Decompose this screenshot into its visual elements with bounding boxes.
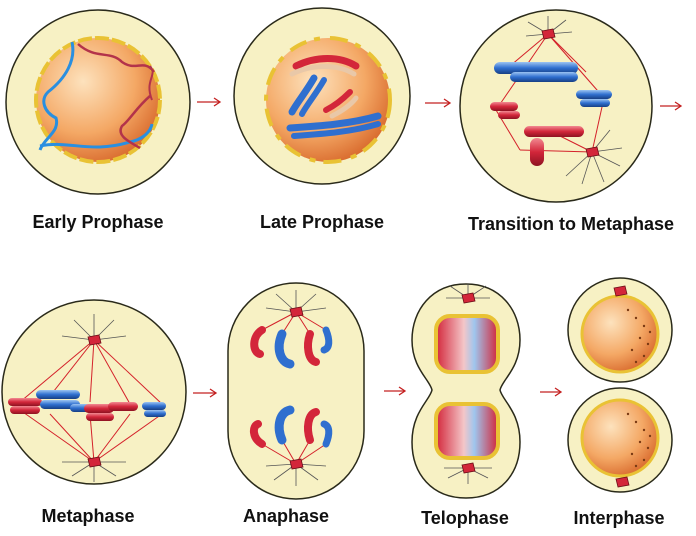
- right-arrow-icon: [193, 388, 218, 398]
- stage-label-anaphase: Anaphase: [243, 506, 329, 526]
- right-arrow-icon: [660, 101, 683, 111]
- right-arrow-icon: [540, 387, 563, 397]
- telophase-cell: [411, 283, 521, 499]
- stage-label-transition-to-metaphase: Transition to Metaphase: [468, 214, 674, 234]
- interphase-cells: [567, 277, 673, 493]
- stage-label-interphase: Interphase: [573, 508, 664, 528]
- late-prophase-cell: [233, 7, 411, 185]
- transition-cell: [459, 9, 653, 203]
- anaphase-cell: [227, 282, 365, 500]
- right-arrow-icon: [425, 98, 452, 108]
- early-prophase-cell: [5, 9, 191, 195]
- stage-label-telophase: Telophase: [421, 508, 509, 528]
- right-arrow-icon: [384, 386, 407, 396]
- right-arrow-icon: [197, 97, 222, 107]
- stage-label-late-prophase: Late Prophase: [260, 212, 384, 232]
- stage-label-early-prophase: Early Prophase: [32, 212, 163, 232]
- metaphase-cell: [1, 299, 187, 485]
- stage-label-metaphase: Metaphase: [41, 506, 134, 526]
